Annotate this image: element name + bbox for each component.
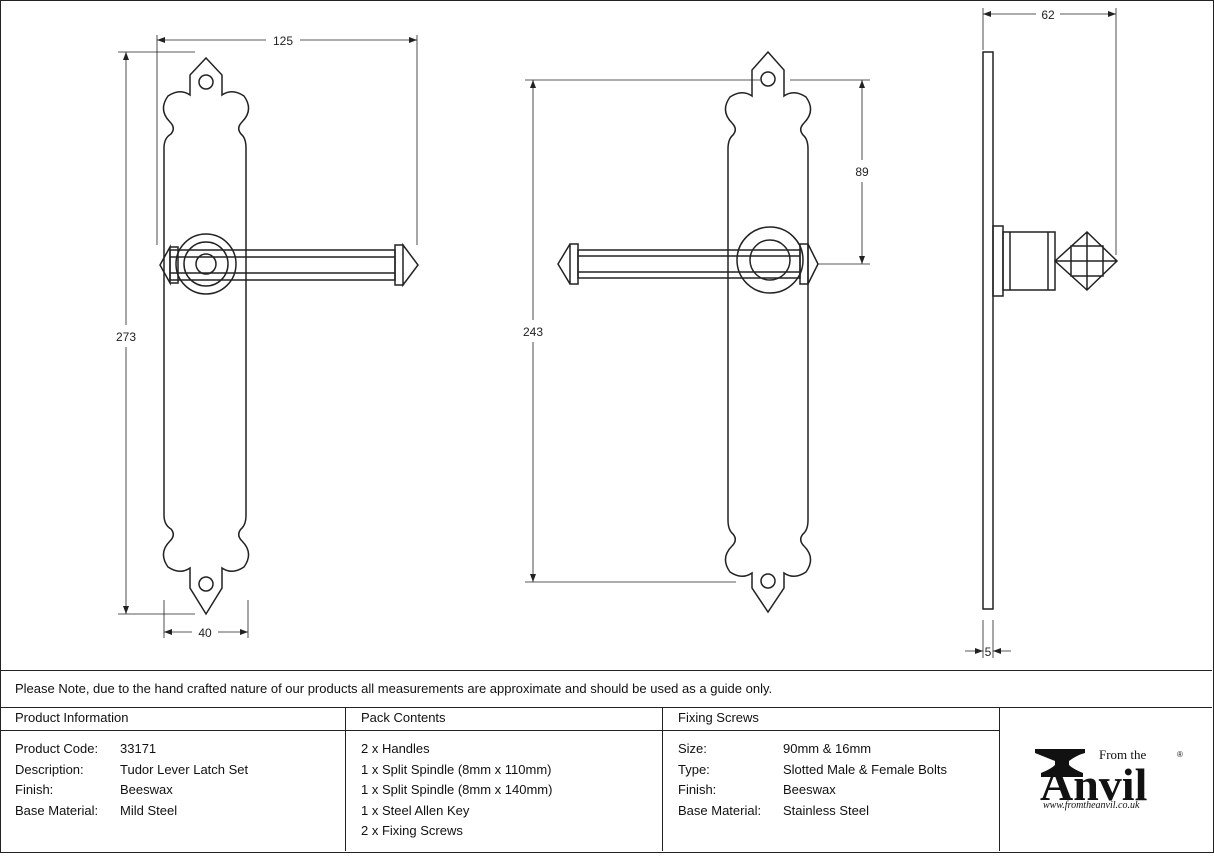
screw-label: Size: — [678, 741, 707, 756]
back-bottom-screw-hole — [760, 573, 776, 589]
anvil-icon — [1035, 749, 1085, 777]
measurement-note: Please Note, due to the hand crafted nat… — [0, 670, 1212, 708]
info-value: 33171 — [120, 741, 157, 756]
technical-drawing: 125 273 40 243 89 62 5 — [116, 8, 1119, 659]
pack-item: 2 x Handles — [361, 741, 430, 756]
back-backplate — [724, 50, 812, 614]
pack-contents-heading: Pack Contents — [346, 707, 662, 731]
info-row: Finish: Beeswax — [15, 780, 345, 801]
info-label: Finish: — [15, 782, 54, 797]
pack-item: 1 x Split Spindle (8mm x 110mm) — [361, 761, 552, 777]
from-the-anvil-logo: From the Anvil ® www.fromtheanvil.co.uk — [999, 707, 1212, 851]
product-information-panel: Product Information Product Code: 33171 D… — [0, 707, 346, 851]
screw-value: Beeswax — [783, 782, 836, 797]
info-label: Base Material: — [15, 802, 99, 818]
pack-contents-panel: Pack Contents 2 x Handles 1 x Split Spin… — [346, 707, 663, 851]
screw-row: Finish: Beeswax — [678, 780, 999, 801]
info-value: Tudor Lever Latch Set — [120, 761, 249, 777]
pack-item: 1 x Split Spindle (8mm x 140mm) — [361, 782, 553, 797]
side-lever-shank — [1002, 231, 1056, 291]
note-text: Please Note, due to the hand crafted nat… — [15, 681, 773, 696]
back-rose — [736, 226, 804, 294]
info-label: Product Code: — [15, 741, 99, 756]
fixing-screws-heading: Fixing Screws — [663, 707, 999, 731]
side-lever-finial — [1053, 230, 1119, 292]
screw-row: Size: 90mm & 16mm — [678, 739, 999, 760]
info-value: Mild Steel — [120, 802, 178, 818]
registered-mark: ® — [1177, 750, 1183, 759]
side-backplate — [982, 51, 994, 610]
dim-front-width: 125 — [273, 34, 293, 48]
front-top-screw-hole — [198, 74, 214, 90]
product-information-heading: Product Information — [0, 707, 345, 731]
dim-front-height: 273 — [116, 330, 136, 344]
fixing-screws-panel: Fixing Screws Size: 90mm & 16mm Type: Slot… — [663, 707, 1000, 851]
logo-url: www.fromtheanvil.co.uk — [1043, 800, 1140, 811]
dim-side-projection: 62 — [1041, 8, 1055, 22]
screw-label: Finish: — [678, 782, 717, 797]
screw-row: Base Material: Stainless Steel — [678, 801, 999, 822]
side-rose — [992, 225, 1004, 297]
screw-value: 90mm & 16mm — [783, 741, 872, 756]
screw-label: Type: — [678, 761, 710, 777]
dim-front-handle-width: 40 — [198, 626, 212, 640]
info-value: Beeswax — [120, 782, 173, 797]
dim-back-lever-offset: 89 — [855, 165, 869, 179]
front-bottom-screw-hole — [198, 576, 214, 592]
dim-back-height: 243 — [523, 325, 543, 339]
dim-side-thickness: 5 — [985, 645, 992, 659]
back-top-screw-hole — [760, 71, 776, 87]
screw-value: Slotted Male & Female Bolts — [783, 761, 948, 777]
screw-label: Base Material: — [678, 802, 762, 818]
pack-item: 1 x Steel Allen Key — [361, 802, 470, 818]
logo-line1: From the — [1099, 747, 1147, 762]
info-row: Description: Tudor Lever Latch Set — [15, 760, 345, 781]
screw-value: Stainless Steel — [783, 802, 869, 818]
front-backplate — [162, 56, 250, 616]
info-label: Description: — [15, 761, 84, 777]
screw-row: Type: Slotted Male & Female Bolts — [678, 760, 999, 781]
pack-item: 2 x Fixing Screws — [361, 823, 463, 838]
info-row: Product Code: 33171 — [15, 739, 345, 760]
front-rose — [175, 233, 237, 295]
back-lever — [577, 249, 801, 279]
info-row: Base Material: Mild Steel — [15, 801, 345, 822]
logo-word: Anvil — [1040, 759, 1147, 810]
